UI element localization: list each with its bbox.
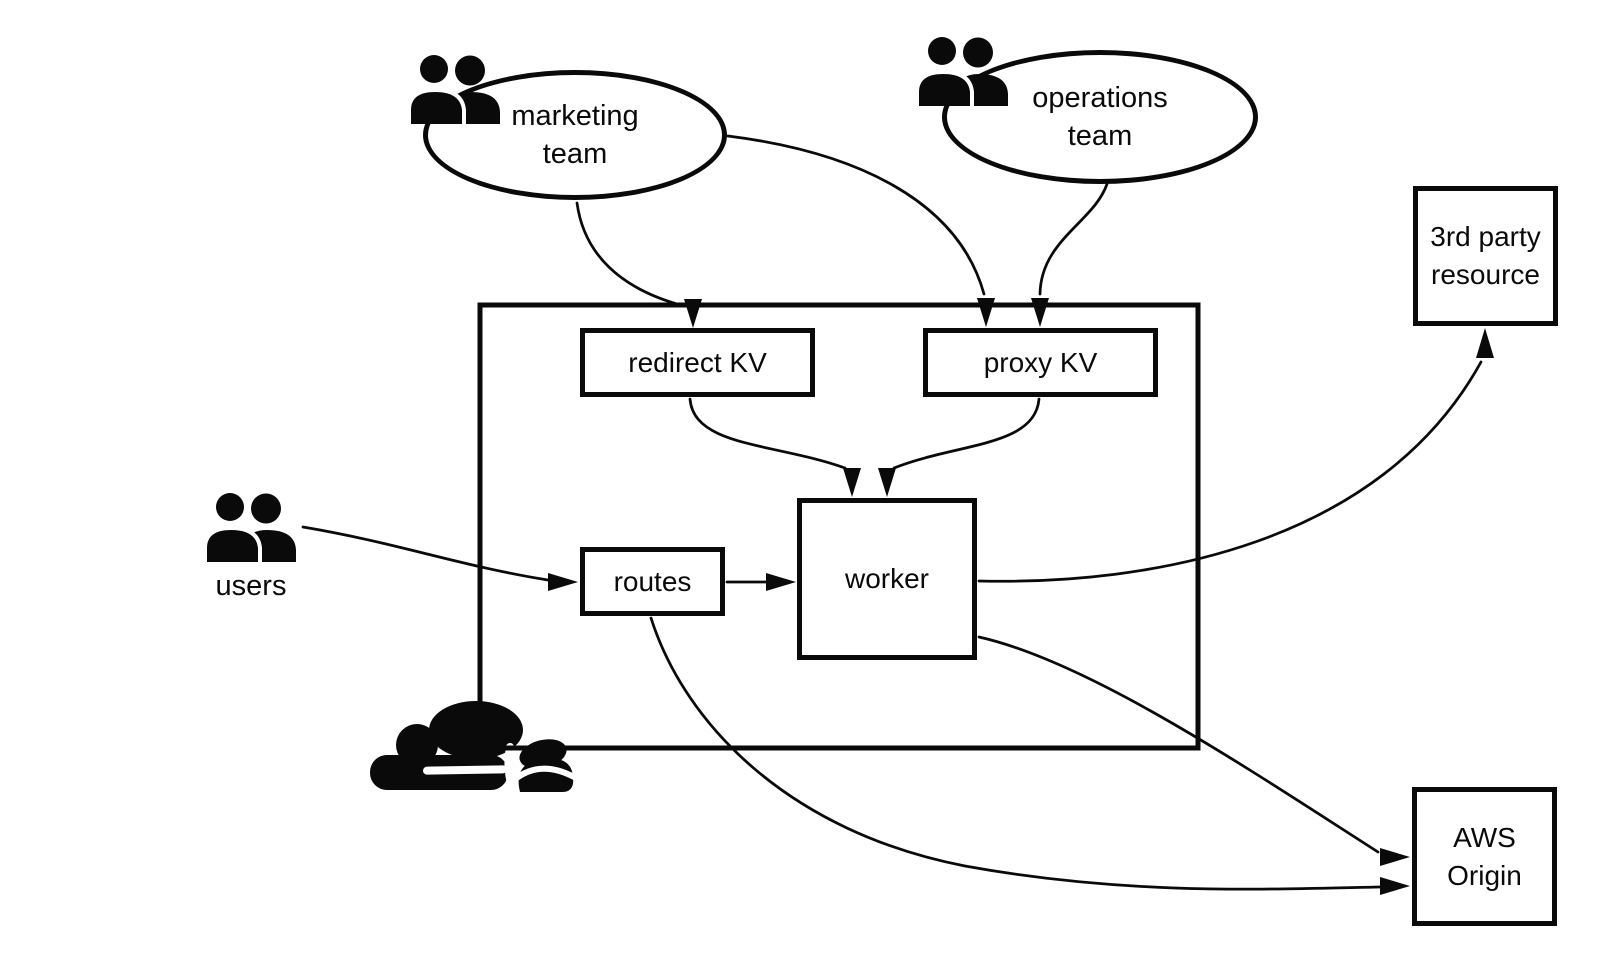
people-icon: [916, 37, 1008, 106]
edge-routes-to-worker: [725, 573, 796, 591]
people-icon: [204, 493, 296, 562]
redirect-kv-label: redirect KV: [628, 346, 767, 378]
node-routes: routes: [580, 547, 725, 616]
edge-proxy-kv-to-worker: [878, 397, 1041, 497]
node-third-party-resource: 3rd party resource: [1413, 186, 1558, 326]
node-aws-origin: AWS Origin: [1412, 787, 1557, 926]
routes-label: routes: [613, 565, 692, 597]
marketing-team-label: marketing team: [511, 100, 639, 170]
node-operations-team: operations team: [942, 50, 1258, 184]
operations-team-label: operations team: [1032, 82, 1168, 152]
edge-routes-to-aws-origin: [649, 616, 1410, 895]
edge-worker-to-third-party-resource: [977, 328, 1494, 583]
aws-origin-label: AWS Origin: [1447, 821, 1522, 891]
edge-users-to-routes: [301, 525, 578, 591]
node-redirect-kv: redirect KV: [580, 328, 815, 397]
edge-marketing-team-to-proxy-kv: [726, 134, 995, 327]
proxy-kv-label: proxy KV: [983, 346, 1098, 378]
node-marketing-team: marketing team: [423, 70, 727, 200]
edge-marketing-team-to-redirect-kv: [575, 201, 702, 328]
users-label: users: [215, 570, 287, 602]
worker-label: worker: [844, 563, 929, 594]
node-worker: worker: [797, 498, 977, 660]
edge-operations-team-to-proxy-kv: [1031, 182, 1109, 327]
edge-worker-to-aws-origin: [977, 635, 1410, 866]
third-party-resource-label: 3rd party resource: [1430, 221, 1541, 290]
edge-redirect-kv-to-worker: [688, 397, 861, 497]
people-icon: [408, 55, 500, 124]
node-proxy-kv: proxy KV: [923, 328, 1158, 397]
